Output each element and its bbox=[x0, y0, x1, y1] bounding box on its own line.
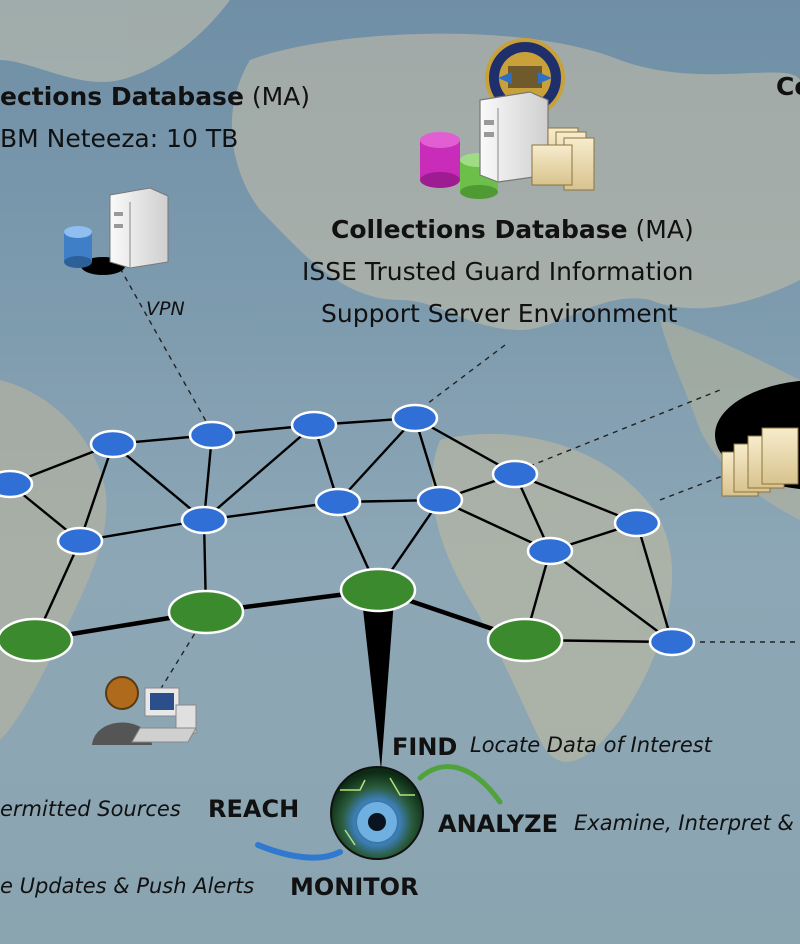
vpn-server-icon bbox=[81, 187, 169, 275]
analyze-description: Examine, Interpret & bbox=[574, 811, 794, 835]
folder-stack-icon bbox=[531, 127, 595, 191]
reach-description: ermitted Sources bbox=[0, 797, 181, 821]
network-nodes-green bbox=[0, 567, 564, 663]
center-database-title: Collections Database bbox=[331, 215, 628, 244]
find-label: FIND bbox=[392, 733, 458, 761]
center-database-ma: (MA) bbox=[635, 215, 694, 244]
monitor-description: e Updates & Push Alerts bbox=[0, 874, 255, 898]
network-node bbox=[491, 459, 539, 489]
network-trunk-edges bbox=[34, 587, 526, 643]
core-node bbox=[0, 617, 74, 663]
left-database-title: ections Database bbox=[0, 82, 244, 111]
left-database-subtitle: BM Neteeza: 10 TB bbox=[0, 124, 239, 153]
network-node bbox=[314, 487, 362, 517]
center-database-subtitle-1: ISSE Trusted Guard Information bbox=[302, 257, 694, 286]
network-node bbox=[180, 505, 228, 535]
network-node bbox=[416, 485, 464, 515]
center-database-subtitle-2: Support Server Environment bbox=[321, 299, 678, 328]
core-node bbox=[167, 589, 245, 635]
monitor-spike bbox=[362, 600, 394, 770]
core-node bbox=[339, 567, 417, 613]
left-database-title-row: ections Database (MA) bbox=[0, 82, 310, 111]
center-database-title-row: Collections Database (MA) bbox=[331, 215, 694, 244]
network-node bbox=[526, 536, 574, 566]
world-map-background bbox=[0, 0, 800, 762]
core-node bbox=[486, 617, 564, 663]
network-node bbox=[648, 627, 696, 657]
monitor-label: MONITOR bbox=[290, 873, 419, 901]
analyze-label: ANALYZE bbox=[438, 810, 558, 838]
network-node bbox=[290, 410, 338, 440]
database-cylinder-icon bbox=[64, 226, 92, 268]
server-icon bbox=[479, 91, 549, 183]
network-nodes-blue bbox=[0, 403, 696, 657]
database-cylinder-icon bbox=[420, 132, 460, 188]
left-database-ma: (MA) bbox=[251, 82, 311, 111]
find-description: Locate Data of Interest bbox=[470, 733, 712, 757]
eye-circuit-icon bbox=[330, 766, 424, 860]
network-node bbox=[56, 526, 104, 556]
user-workstation-icon bbox=[92, 676, 197, 745]
network-node bbox=[391, 403, 439, 433]
right-database-title: Co bbox=[776, 72, 800, 101]
network-node bbox=[613, 508, 661, 538]
network-node bbox=[89, 429, 137, 459]
network-node bbox=[188, 420, 236, 450]
vpn-label: VPN bbox=[146, 298, 185, 320]
swoosh-blue bbox=[255, 842, 343, 861]
network-node bbox=[0, 469, 34, 499]
right-database-icon bbox=[715, 381, 800, 497]
reach-label: REACH bbox=[208, 795, 300, 823]
swoosh-green bbox=[417, 764, 503, 805]
